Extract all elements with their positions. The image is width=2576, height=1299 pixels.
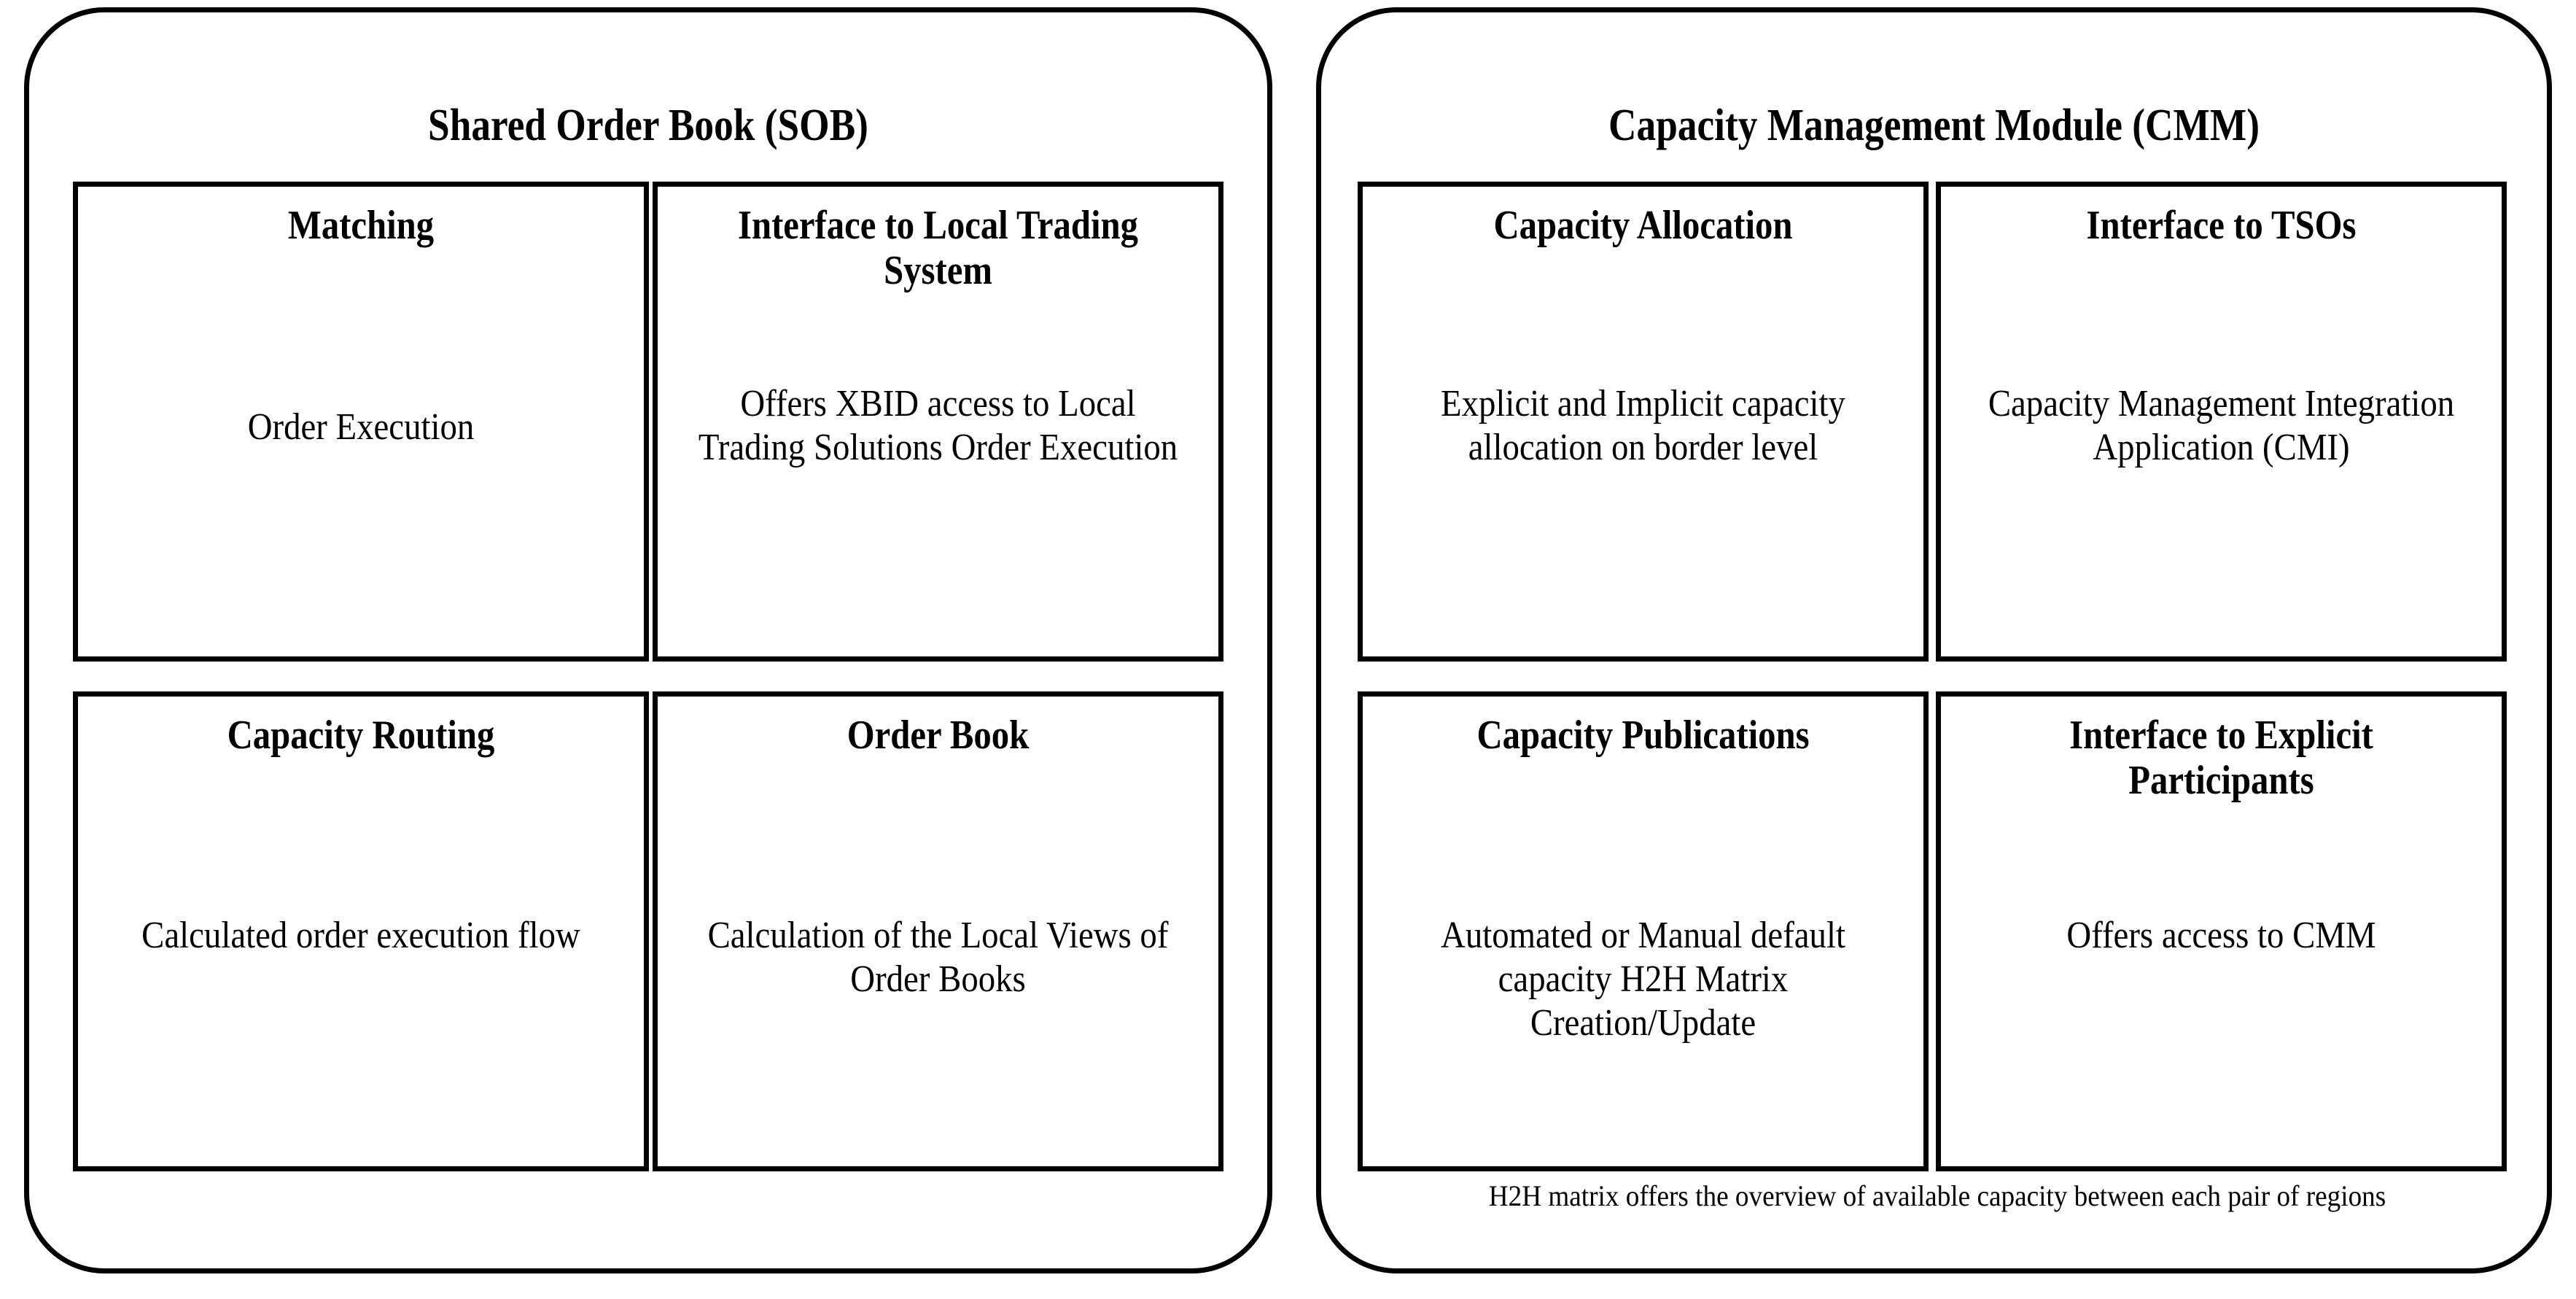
cmm-footnote: H2H matrix offers the overview of availa… — [1488, 1179, 2386, 1212]
cell-interface-to-tsos: Interface to TSOs Capacity Management In… — [1936, 182, 2507, 662]
cell-body-capacity-routing: Calculated order execution flow — [141, 915, 580, 956]
cell-capacity-routing: Capacity Routing Calculated order execut… — [73, 691, 649, 1171]
cell-header-interface-to-local-trading-system: Interface to Local Trading System — [738, 203, 1138, 293]
cell-order-book: Order Book Calculation of the Local View… — [653, 691, 1223, 1171]
cell-interface-to-local-trading-system: Interface to Local Trading System Offers… — [653, 182, 1223, 662]
cell-body-order-book: Calculation of the Local Views of Order … — [707, 915, 1169, 1000]
cell-header-capacity-publications: Capacity Publications — [1476, 713, 1810, 758]
cell-header-capacity-allocation: Capacity Allocation — [1493, 203, 1793, 248]
cell-matching: Matching Order Execution — [73, 182, 649, 662]
cell-header-interface-to-explicit-participants: Interface to Explicit Participants — [2069, 713, 2373, 803]
cell-body-matching: Order Execution — [247, 406, 475, 448]
cell-body-interface-to-explicit-participants: Offers access to CMM — [2066, 915, 2376, 956]
cell-body-capacity-publications: Automated or Manual default capacity H2H… — [1441, 915, 1845, 1044]
cell-header-order-book: Order Book — [847, 713, 1030, 758]
cell-header-interface-to-tsos: Interface to TSOs — [2086, 203, 2357, 248]
cell-header-capacity-routing: Capacity Routing — [227, 713, 495, 758]
cell-capacity-allocation: Capacity Allocation Explicit and Implici… — [1358, 182, 1929, 662]
cell-capacity-publications: Capacity Publications Automated or Manua… — [1358, 691, 1929, 1171]
cell-body-interface-to-tsos: Capacity Management Integration Applicat… — [1988, 383, 2455, 468]
cell-body-interface-to-local-trading-system: Offers XBID access to Local Trading Solu… — [698, 383, 1178, 468]
panel-title-cmm: Capacity Management Module (CMM) — [1608, 101, 2260, 150]
cell-header-matching: Matching — [287, 203, 435, 248]
cell-interface-to-explicit-participants: Interface to Explicit Participants Offer… — [1936, 691, 2507, 1171]
cell-body-capacity-allocation: Explicit and Implicit capacity allocatio… — [1441, 383, 1845, 468]
panel-title-sob: Shared Order Book (SOB) — [428, 101, 868, 150]
